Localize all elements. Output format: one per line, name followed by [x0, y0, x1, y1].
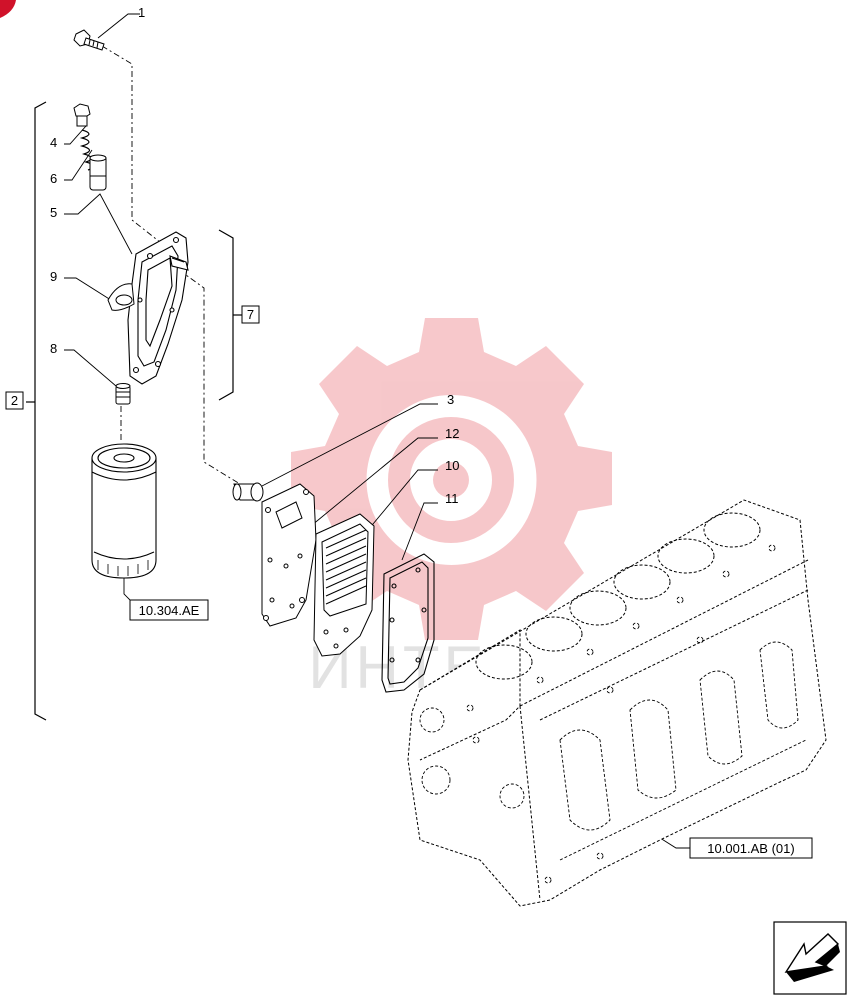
bracket-2	[26, 101, 47, 721]
callout-1: 1	[138, 5, 145, 20]
fitting-part-9	[107, 283, 135, 311]
callout-8: 8	[50, 341, 57, 356]
oil-cooler-part-10	[313, 513, 375, 657]
ref-block-label: 10.001.AB (01)	[707, 841, 794, 856]
next-arrow-icon[interactable]	[773, 921, 847, 995]
oil-filter-head-housing	[127, 231, 189, 385]
ref-filter-label: 10.304.AE	[139, 603, 200, 618]
spring-part-6	[79, 129, 95, 171]
bolt-part-1	[73, 29, 105, 51]
callout-9: 9	[50, 269, 57, 284]
cylinder-bores	[475, 512, 761, 680]
block-details	[419, 544, 807, 884]
oil-filter	[91, 443, 157, 579]
callout-2: 2	[11, 393, 18, 408]
callout-4: 4	[50, 135, 57, 150]
callout-3: 3	[447, 392, 454, 407]
callout-12: 12	[445, 426, 459, 441]
ref-box-filter[interactable]: 10.304.AE	[129, 599, 209, 621]
callout-5: 5	[50, 205, 57, 220]
plug-part-4	[73, 103, 91, 127]
gasket-part-12	[261, 483, 317, 627]
callout-10: 10	[445, 458, 459, 473]
callout-7: 7	[247, 307, 254, 322]
engine-block	[407, 499, 827, 907]
bracket-7	[218, 229, 242, 401]
center-lines	[101, 45, 241, 485]
callout-box-7: 7	[241, 305, 260, 324]
valve-part-5	[89, 154, 107, 191]
callout-6: 6	[50, 171, 57, 186]
ref-box-block[interactable]: 10.001.AB (01)	[689, 837, 813, 859]
callout-box-2: 2	[5, 391, 24, 410]
gasket-part-11	[381, 553, 435, 693]
corner-mark	[0, 0, 16, 18]
nipple-part-8	[115, 383, 131, 405]
callout-11: 11	[445, 491, 459, 506]
tube-part-3	[232, 482, 264, 502]
